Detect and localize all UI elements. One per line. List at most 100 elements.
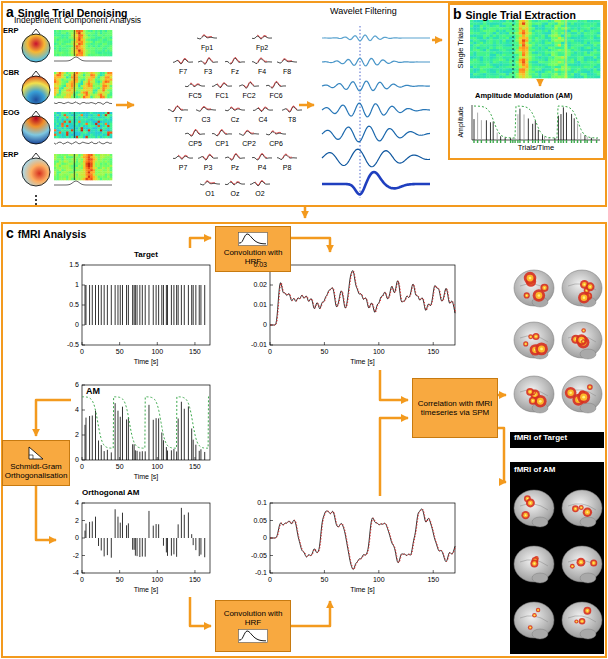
heatmap-cell xyxy=(107,154,110,156)
heatmap-cell xyxy=(95,169,98,171)
heatmap-cell xyxy=(529,37,533,40)
heatmap-cell xyxy=(568,37,572,40)
heatmap-cell xyxy=(71,50,74,52)
heatmap-cell xyxy=(473,49,477,52)
heatmap-cell xyxy=(73,30,76,32)
heatmap-cell xyxy=(78,52,81,54)
heatmap-cell xyxy=(66,112,69,114)
heatmap-cell xyxy=(509,47,513,50)
heatmap-cell xyxy=(532,42,536,45)
heatmap-cell xyxy=(532,61,536,64)
heatmap-cell xyxy=(95,52,98,54)
heatmap-cell xyxy=(64,32,67,34)
heatmap-cell xyxy=(81,92,84,94)
heatmap-cell xyxy=(110,85,113,87)
wavelet-trace xyxy=(322,103,430,117)
heatmap-cell xyxy=(56,134,59,136)
heatmap-cell xyxy=(105,119,108,121)
heatmap-cell xyxy=(486,54,490,57)
heatmap-cell xyxy=(100,112,103,114)
heatmap-cell xyxy=(76,43,79,45)
heatmap-cell xyxy=(69,96,72,98)
heatmap-cell xyxy=(522,64,526,67)
heatmap-cell xyxy=(73,176,76,178)
heatmap-cell xyxy=(493,22,497,25)
heatmap-cell xyxy=(102,47,105,49)
heatmap-cell xyxy=(493,49,497,52)
heatmap-cell xyxy=(519,25,523,28)
heatmap-cell xyxy=(107,158,110,160)
heatmap-cell xyxy=(102,169,105,171)
heatmap-cell xyxy=(73,158,76,160)
heatmap-cell xyxy=(110,50,113,52)
heatmap-cell xyxy=(107,114,110,116)
heatmap-cell xyxy=(551,30,555,33)
heatmap-cell xyxy=(66,81,69,83)
heatmap-cell xyxy=(110,32,113,34)
heatmap-cell xyxy=(56,127,59,129)
heatmap-cell xyxy=(483,27,487,30)
heatmap-cell xyxy=(93,154,96,156)
heatmap-cell xyxy=(83,136,86,138)
heatmap-cell xyxy=(76,167,79,169)
heatmap-cell xyxy=(56,154,59,156)
heatmap-cell xyxy=(105,136,108,138)
heatmap-cell xyxy=(477,51,481,54)
heatmap-cell xyxy=(105,174,108,176)
heatmap-cell xyxy=(71,87,74,89)
heatmap-cell xyxy=(61,134,64,136)
heatmap-cell xyxy=(54,81,57,83)
heatmap-cell xyxy=(98,167,101,169)
heatmap-cell xyxy=(54,72,57,74)
heatmap-cell xyxy=(545,54,549,57)
heatmap-cell xyxy=(506,42,510,45)
heatmap-cell xyxy=(69,136,72,138)
heatmap-cell xyxy=(568,51,572,54)
heatmap-cell xyxy=(56,54,59,56)
heatmap-cell xyxy=(568,49,572,52)
heatmap-cell xyxy=(83,167,86,169)
heatmap-cell xyxy=(76,174,79,176)
single-trial-map xyxy=(470,20,600,78)
heatmap-cell xyxy=(73,165,76,167)
heatmap-cell xyxy=(545,37,549,40)
heatmap-cell xyxy=(56,163,59,165)
heatmap-cell xyxy=(587,20,591,23)
heatmap-cell xyxy=(95,132,98,134)
heatmap-cell xyxy=(105,163,108,165)
heatmap-cell xyxy=(73,132,76,134)
heatmap-cell xyxy=(110,134,113,136)
ellipsis-dot xyxy=(35,199,37,201)
heatmap-cell xyxy=(558,37,562,40)
eeg-trace xyxy=(250,181,270,186)
heatmap-cell xyxy=(76,74,79,76)
heatmap-cell xyxy=(483,64,487,67)
heatmap-cell xyxy=(54,74,57,76)
eeg-trace-overlay xyxy=(257,58,267,63)
heatmap-cell xyxy=(85,74,88,76)
heatmap-cell xyxy=(61,167,64,169)
heatmap-cell xyxy=(83,132,86,134)
heatmap-cell xyxy=(568,42,572,45)
heatmap-cell xyxy=(548,25,552,28)
heatmap-cell xyxy=(473,35,477,38)
heatmap-cell xyxy=(83,116,86,118)
heatmap-cell xyxy=(522,22,526,25)
heatmap-cell xyxy=(577,20,581,23)
heatmap-cell xyxy=(519,44,523,47)
heatmap-cell xyxy=(561,27,565,30)
heatmap-cell xyxy=(76,72,79,74)
heatmap-cell xyxy=(490,25,494,28)
heatmap-cell xyxy=(577,59,581,62)
heatmap-cell xyxy=(93,43,96,45)
heatmap-cell xyxy=(64,114,67,116)
heatmap-cell xyxy=(71,85,74,87)
heatmap-cell xyxy=(483,44,487,47)
heatmap-cell xyxy=(587,32,591,35)
heatmap-cell xyxy=(490,30,494,33)
heatmap-cell xyxy=(545,59,549,62)
heatmap-cell xyxy=(88,161,91,163)
heatmap-cell xyxy=(59,94,62,96)
heatmap-cell xyxy=(76,85,79,87)
heatmap-cell xyxy=(597,47,601,50)
